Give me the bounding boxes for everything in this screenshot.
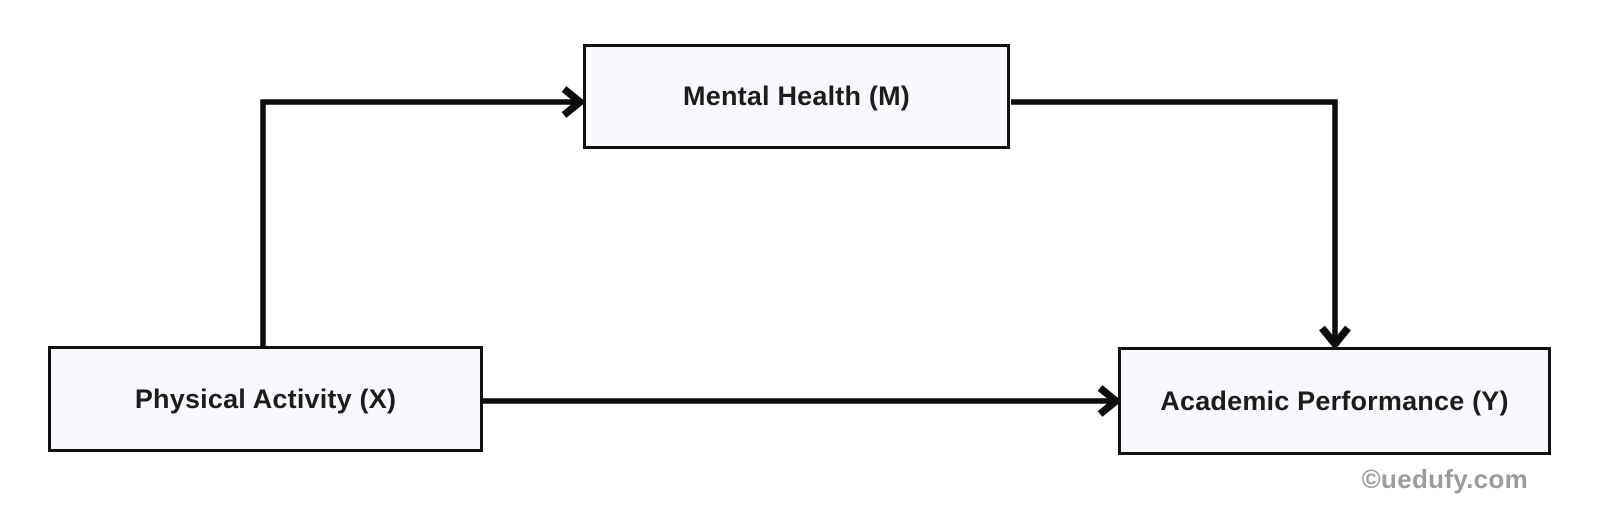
arrow-x-to-y [483,385,1122,417]
node-dependent: Academic Performance (Y) [1118,347,1551,455]
watermark: ©uedufy.com [1361,464,1528,494]
node-mediator-label: Mental Health (M) [683,81,910,111]
node-independent: Physical Activity (X) [48,346,483,452]
node-dependent-label: Academic Performance (Y) [1160,385,1509,416]
arrow-x-to-m [260,86,586,346]
node-mediator: Mental Health (M) [583,44,1010,149]
node-independent-label: Physical Activity (X) [134,383,397,414]
arrow-m-to-y [1011,99,1351,350]
